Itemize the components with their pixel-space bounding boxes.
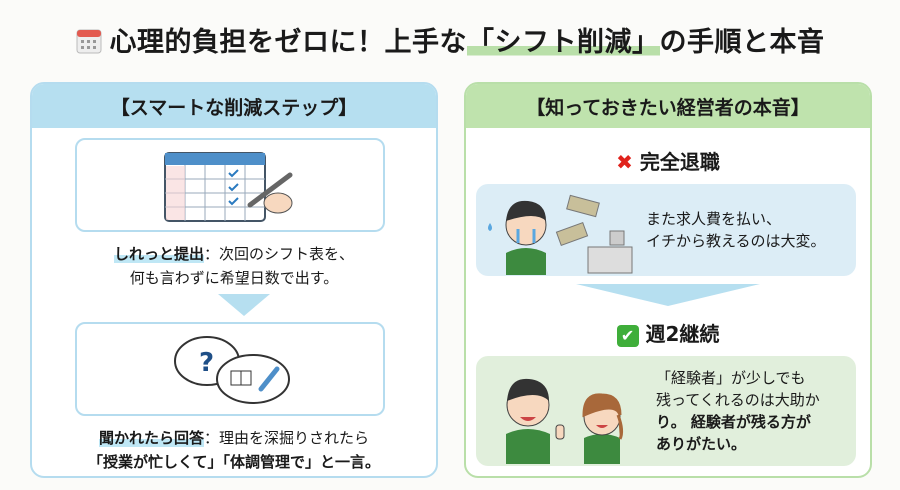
continue-line4: ありがたい。 [656, 435, 747, 453]
panel-header: 【スマートな削減ステップ】 [32, 84, 436, 128]
continue-heading: ✔ 週2継続 [466, 318, 870, 347]
crying-clerk-illustration [488, 194, 633, 275]
title-suffix: の手順と本音 [659, 27, 825, 58]
panel-header: 【知っておきたい経営者の本音】 [466, 84, 870, 128]
step2-label: 聞かれたら回答 [98, 429, 204, 447]
continue-text: 「経験者」が少しでも残ってくれるのは大助かり。 経験者が残る方がありがたい。 [656, 367, 820, 455]
calendar-pen-icon [164, 152, 293, 222]
continue-label: 週2継続 [645, 322, 720, 346]
smart-steps-panel: 【スマートな削減ステップ】 しれっと提出：次回のシフト表を、何も言わずに希望日数… [30, 82, 438, 478]
continue-line2: 残ってくれるのは大助か [656, 391, 820, 409]
happy-clerks-illustration [506, 378, 624, 464]
step2-text: 聞かれたら回答：理由を深掘りされたら「授業が忙しくて」「体調管理で」と一言。 [32, 426, 436, 474]
quit-heading: ✖ 完全退職 [466, 146, 870, 175]
quit-card: また求人費を払い、イチから教えるのは大変。 [476, 184, 856, 276]
page-title: 心理的負担をゼロに！上手な「シフト削減」の手順と本音 [0, 20, 900, 59]
step1-line1: ：次回のシフト表を、 [204, 245, 355, 263]
quit-text: また求人費を払い、イチから教えるのは大変。 [646, 208, 826, 252]
step1-text: しれっと提出：次回のシフト表を、何も言わずに希望日数で出す。 [32, 242, 436, 290]
step1-label: しれっと提出 [113, 245, 204, 263]
quit-label: 完全退職 [639, 150, 720, 174]
speech-illustration: ? [75, 322, 385, 416]
check-mark-icon: ✔ [616, 325, 639, 347]
continue-line1: 「経験者」が少しでも [656, 369, 806, 387]
owner-views-panel: 【知っておきたい経営者の本音】 ✖ 完全退職 また求人費を払い、イチから教えるの… [464, 82, 872, 478]
calendar-icon [76, 29, 101, 54]
down-arrow-icon [218, 294, 270, 316]
down-arrow-icon [576, 284, 760, 306]
speech-bubbles-icon: ? [174, 336, 290, 404]
title-text: 心理的負担をゼロに！上手な [109, 27, 467, 58]
step2-line2: 「授業が忙しくて」「体調管理で」と一言。 [87, 453, 381, 471]
calendar-illustration [75, 138, 385, 232]
cross-mark-icon: ✖ [616, 150, 633, 174]
step2-line1: ：理由を深掘りされたら [204, 429, 370, 447]
svg-text:?: ? [199, 348, 214, 378]
step1-line2: 何も言わずに希望日数で出す。 [129, 269, 339, 287]
quit-line2: イチから教えるのは大変。 [646, 232, 826, 250]
continue-line3: り。 経験者が残る方が [656, 413, 811, 431]
quit-line1: また求人費を払い、 [646, 210, 782, 228]
title-highlight: 「シフト削減」 [467, 27, 660, 58]
continue-card: 「経験者」が少しでも残ってくれるのは大助かり。 経験者が残る方がありがたい。 [476, 356, 856, 466]
